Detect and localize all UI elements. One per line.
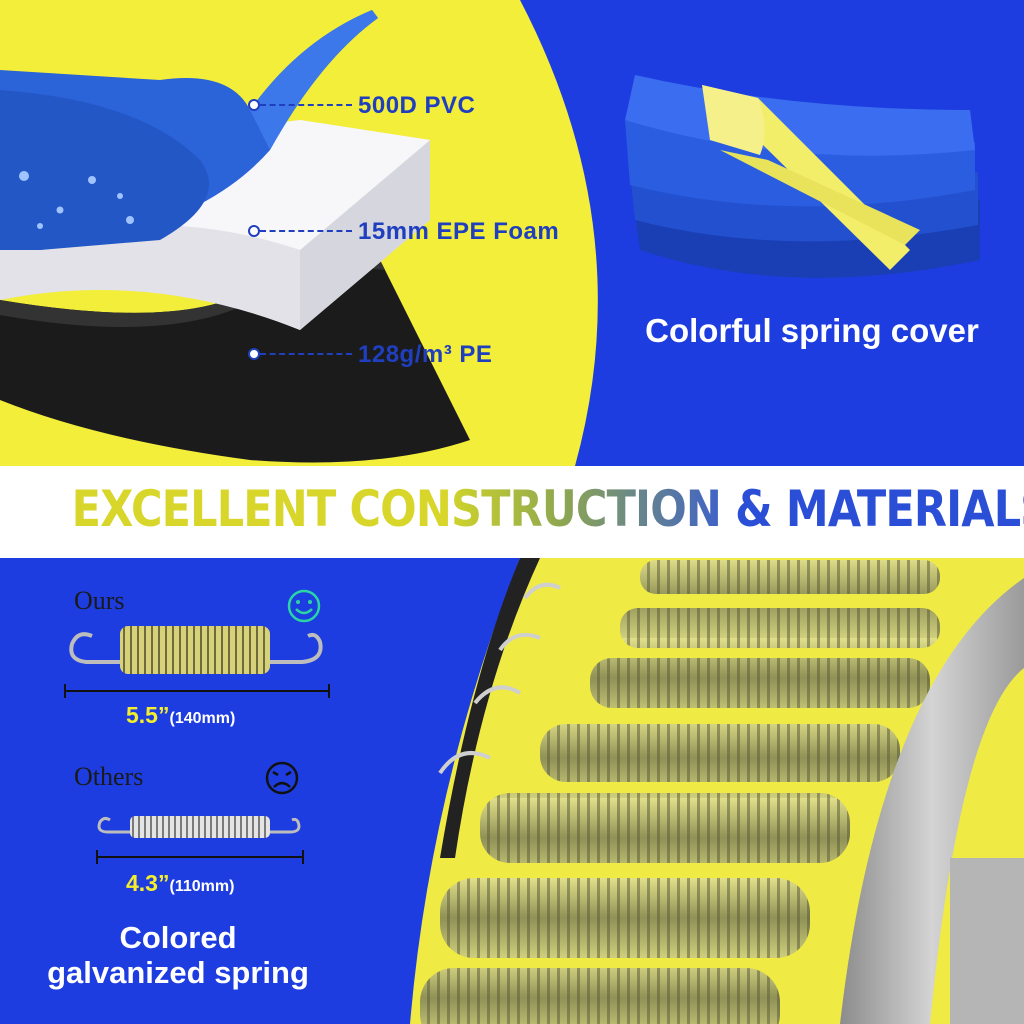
sad-face-icon (265, 761, 299, 795)
pvc-leader (260, 104, 352, 106)
foam-label: 15mm EPE Foam (358, 218, 560, 245)
pvc-label: 500D PVC (358, 92, 476, 119)
others-label: Others (74, 762, 144, 791)
spring-cover-caption: Colorful spring cover (645, 312, 979, 349)
material-layers-image (0, 10, 470, 463)
smiley-face-icon (287, 589, 321, 623)
pvc-dot-icon (248, 99, 260, 111)
spring-caption-line1: Colored (119, 920, 237, 955)
spring-cover-image (625, 75, 980, 278)
others-measurement: 4.3”(110mm) (126, 870, 234, 897)
ours-measurement: 5.5”(140mm) (126, 702, 235, 729)
ours-spring-image (69, 626, 323, 674)
title-banner: EXCELLENT CONSTRUCTION & MATERIALS (0, 466, 1024, 558)
others-metric: (110mm) (169, 878, 235, 895)
spring-caption: Colored galvanized spring (18, 920, 338, 990)
banner-title-part2: STRUCTION (450, 480, 722, 538)
banner-title-part4: MATERIALS (785, 480, 1024, 538)
materials-panel: 500D PVC 15mm EPE Foam 128g/m³ PE Colorf… (0, 0, 1024, 466)
ours-size: 5.5” (126, 702, 170, 728)
banner-title: EXCELLENT CONSTRUCTION & MATERIALS (71, 480, 1024, 538)
others-size: 4.3” (126, 870, 170, 896)
springs-panel: Ours 5.5”(140mm) Others (0, 558, 1024, 1024)
others-spring-image (97, 816, 301, 838)
foam-leader (260, 230, 352, 232)
pe-label: 128g/m³ PE (358, 341, 493, 368)
pe-leader (260, 353, 352, 355)
ours-metric: (140mm) (169, 710, 236, 727)
ours-label: Ours (74, 586, 125, 615)
others-dimension-line (96, 850, 304, 864)
foam-dot-icon (248, 225, 260, 237)
spring-caption-line2: galvanized spring (47, 955, 309, 990)
ours-dimension-line (64, 684, 330, 698)
banner-title-part3: & (735, 480, 772, 538)
spring-rows (420, 560, 940, 1024)
springs-background (0, 558, 1024, 1024)
pe-dot-icon (248, 348, 260, 360)
banner-title-part1: EXCELLENT CON (71, 480, 452, 538)
